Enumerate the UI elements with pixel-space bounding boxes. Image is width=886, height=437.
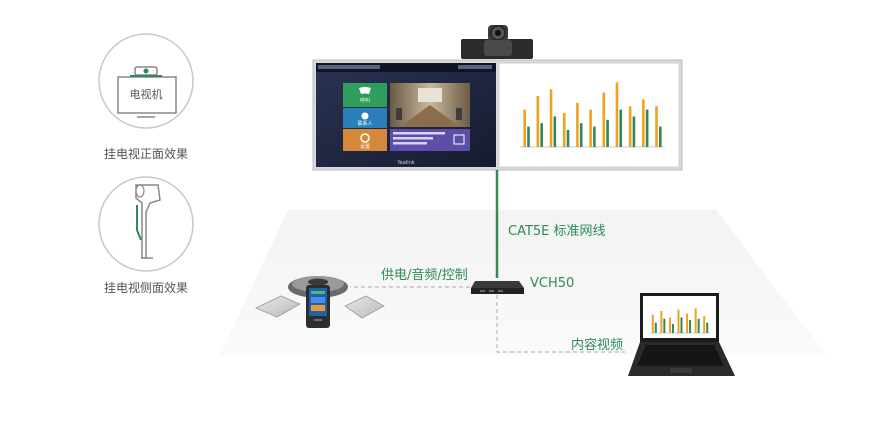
- label-hub: VCH50: [530, 276, 575, 291]
- mini-chart-bar: [527, 126, 530, 147]
- phone-screen-bar: [311, 291, 325, 294]
- mini-chart-bar: [671, 323, 674, 333]
- tv-front-title: 电视机: [130, 87, 163, 101]
- camera-device: [461, 25, 533, 59]
- mini-chart-bar: [655, 106, 658, 147]
- mini-chart-bar: [523, 109, 526, 147]
- label-cable: CAT5E 标准网线: [508, 224, 606, 239]
- hub-port-3: [498, 290, 503, 292]
- label-content-video: 内容视频: [571, 338, 624, 353]
- mini-chart-bar: [619, 109, 623, 147]
- tv-front-view: 电视机: [98, 33, 194, 129]
- mini-chart-bar: [562, 113, 566, 147]
- mini-chart-bar: [549, 89, 553, 147]
- mini-chart-bar: [593, 126, 596, 147]
- mic-pad-right: [344, 295, 385, 319]
- conference-phone: [255, 276, 385, 328]
- mini-chart-bar: [566, 130, 570, 147]
- caption-front-view: 挂电视正面效果: [104, 147, 189, 161]
- statusbar-text: [318, 65, 380, 69]
- laptop: [628, 293, 735, 376]
- tile-contacts-label: 联系人: [357, 120, 372, 127]
- phone-icon: [359, 87, 371, 94]
- mini-chart-bar: [645, 109, 649, 147]
- tile-settings-label: 设置: [360, 143, 370, 150]
- laptop-keyboard: [637, 345, 724, 366]
- camera-lens-icon: [143, 68, 149, 74]
- hub-front: [471, 288, 524, 294]
- mini-chart-bar: [642, 99, 645, 147]
- tv-side-view: [98, 176, 194, 272]
- mini-chart-bar: [654, 322, 657, 333]
- camera-neck: [484, 40, 512, 56]
- hub-port-2: [489, 290, 494, 292]
- mini-chart-bar: [689, 320, 692, 333]
- contacts-icon: [361, 112, 369, 120]
- mini-chart-bar: [540, 123, 543, 147]
- mini-chart-bar: [706, 322, 709, 333]
- mini-chart-bar: [703, 316, 706, 333]
- mini-chart-bar: [660, 310, 663, 333]
- room-window: [418, 88, 442, 102]
- mini-chart-bar: [677, 309, 680, 333]
- phone-speaker: [308, 278, 328, 286]
- hub-port-1: [480, 290, 485, 292]
- content-video-link: [496, 295, 625, 353]
- calendar-icon: [453, 134, 465, 145]
- mic-pad-left: [255, 295, 301, 318]
- statusbar-icons: [458, 65, 492, 69]
- cable-side: [136, 205, 142, 241]
- screen-brand: Yealink: [396, 160, 414, 166]
- meeting-line-3: [393, 142, 427, 145]
- mini-chart-bar: [680, 317, 683, 333]
- mini-chart-bar: [651, 314, 654, 333]
- tv-side-profile: [135, 184, 161, 259]
- mini-chart-bar: [536, 96, 540, 147]
- hub-top: [471, 281, 524, 288]
- room-chair-1: [396, 108, 402, 120]
- mini-chart-bar: [659, 126, 662, 147]
- room-table: [400, 105, 460, 127]
- dual-monitors: 呼叫 联系人 设置 Yealink: [312, 59, 683, 171]
- mini-chart-bar: [628, 106, 632, 147]
- camera-side-icon: [135, 184, 145, 198]
- caption-side-view: 挂电视侧面效果: [104, 281, 189, 295]
- settings-icon: [360, 133, 370, 143]
- phone-screen-tile: [311, 297, 325, 303]
- monitor-chart: [520, 82, 665, 148]
- mini-chart-bar: [602, 92, 606, 147]
- laptop-touchpad: [670, 368, 692, 373]
- meeting-line-1: [393, 132, 445, 135]
- mini-chart-bar: [632, 116, 636, 147]
- mini-chart-bar: [576, 102, 579, 147]
- label-power-audio: 供电/音频/控制: [381, 268, 468, 283]
- mini-chart-bar: [663, 318, 666, 333]
- mini-chart-bar: [668, 317, 671, 333]
- phone-button: [314, 319, 322, 321]
- mini-chart-bar: [615, 82, 619, 147]
- mini-chart-bar: [579, 123, 583, 147]
- monitor-left-statusbar: [316, 63, 496, 72]
- tile-call-label: 呼叫: [360, 97, 370, 104]
- meeting-line-2: [393, 137, 433, 140]
- mini-chart-bar: [606, 119, 609, 147]
- mini-chart-bar: [589, 109, 592, 147]
- room-chair-2: [456, 108, 462, 120]
- mini-chart-bar: [686, 313, 689, 333]
- tile-settings[interactable]: [343, 129, 387, 151]
- phone-screen-tile-2: [311, 305, 325, 311]
- mini-chart-bar: [553, 116, 557, 147]
- laptop-chart: [650, 308, 710, 334]
- mini-chart-bar: [697, 318, 700, 333]
- vch50-hub: [471, 281, 524, 294]
- mini-chart-bar: [694, 308, 697, 333]
- camera-lens-inner: [495, 30, 501, 36]
- monitor-right: [498, 62, 680, 168]
